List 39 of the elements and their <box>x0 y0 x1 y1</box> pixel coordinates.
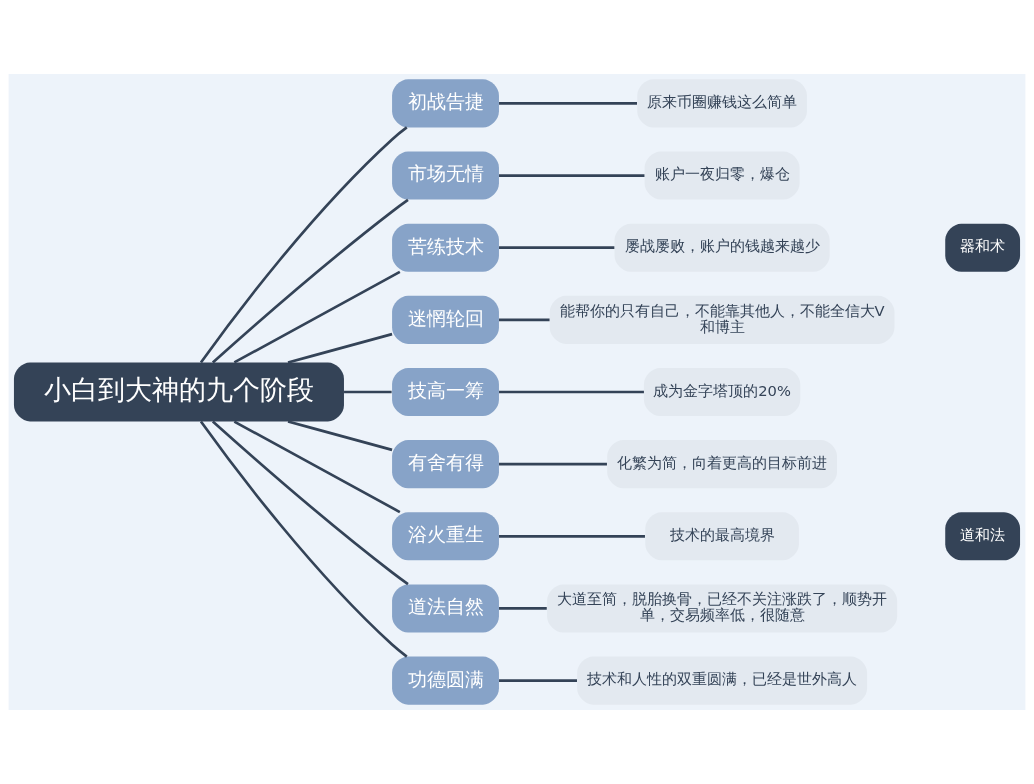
node-box: 化繁为简，向着更高的目标前进 <box>607 440 837 489</box>
connector <box>499 390 644 394</box>
connector <box>499 174 645 177</box>
connector <box>344 390 392 394</box>
connector <box>199 420 408 658</box>
node-box: 初战告捷 <box>392 79 499 128</box>
node-box: 迷惘轮回 <box>392 295 499 344</box>
connector <box>233 270 401 364</box>
node-box: 道和法 <box>945 512 1021 561</box>
node-box: 大道至简，脱胎换骨，已经不关注涨跌了，顺势开单，交易频率低，很随意 <box>547 584 898 633</box>
connector <box>499 246 615 250</box>
node-box: 技术和人性的双重圆满，已经是世外高人 <box>577 656 868 705</box>
connector <box>499 679 577 682</box>
connector <box>233 420 401 514</box>
node-box: 能帮你的只有自己，不能靠其他人，不能全信大V和博主 <box>549 295 895 344</box>
node-box: 屡战屡败，账户的钱越来越少 <box>614 223 830 272</box>
node-box: 苦练技术 <box>392 223 499 272</box>
node-box: 有舍有得 <box>392 440 499 489</box>
connector <box>211 420 409 586</box>
node-box: 小白到大神的九个阶段 <box>13 362 344 422</box>
node-box: 账户一夜归零，爆仓 <box>644 151 800 200</box>
connector <box>499 462 607 466</box>
node-box: 原来币圈赚钱这么简单 <box>637 79 807 128</box>
node-box: 技术的最高境界 <box>645 512 799 561</box>
connector <box>499 607 547 610</box>
node-box: 市场无情 <box>392 151 499 200</box>
node-box: 技高一筹 <box>392 367 499 417</box>
node-box: 功德圆满 <box>392 656 499 705</box>
connector <box>499 318 550 322</box>
connector <box>199 126 408 364</box>
connector <box>499 102 637 105</box>
connector <box>211 198 409 364</box>
node-box: 器和术 <box>945 223 1021 272</box>
connector <box>287 332 393 364</box>
node-box: 道法自然 <box>392 584 499 633</box>
connector <box>287 420 393 452</box>
connector <box>499 534 645 538</box>
node-box: 浴火重生 <box>392 512 499 561</box>
node-box: 成为金字塔顶的20% <box>643 367 801 417</box>
